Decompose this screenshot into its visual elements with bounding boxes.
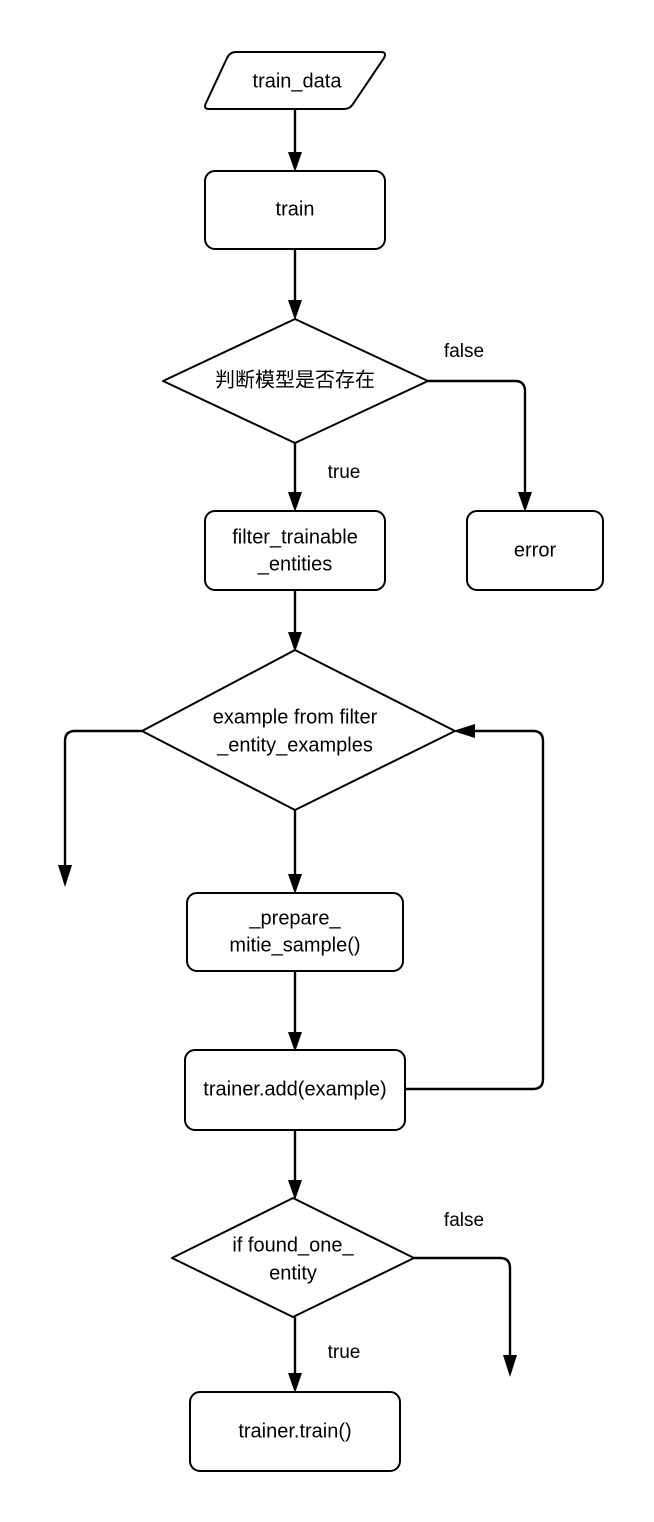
node-example-loop-decision[interactable]: example from filter _entity_examples — [141, 649, 456, 811]
train-data-parallelogram[interactable] — [204, 51, 386, 110]
arrowhead-icon — [288, 632, 302, 652]
node-train-data[interactable]: train_data — [204, 51, 386, 110]
train-label: train — [276, 198, 315, 220]
arrowhead-icon — [288, 874, 302, 894]
edge-trainer-add-to-found-one-entity — [288, 1130, 302, 1200]
edge-label-true-model-exists: true — [328, 462, 361, 483]
error-box[interactable] — [466, 510, 604, 591]
arrowhead-icon — [58, 865, 72, 887]
trainer-add-box[interactable] — [184, 1049, 406, 1131]
edge-train-to-model-exists — [288, 248, 302, 320]
edge-example-loop-to-prepare — [288, 810, 302, 894]
arrowhead-icon — [288, 1373, 302, 1393]
example-loop-label-line1: example from filter — [213, 706, 378, 728]
error-label: error — [514, 539, 557, 561]
node-trainer-train[interactable]: trainer.train() — [189, 1391, 401, 1472]
node-train[interactable]: train — [204, 170, 386, 250]
train-data-label: train_data — [253, 70, 343, 92]
node-prepare-mitie-sample[interactable]: _prepare_ mitie_sample() — [186, 892, 404, 972]
edge-found-one-entity-true-to-trainer-train — [288, 1317, 302, 1393]
filter-trainable-entities-label-line2: _entities — [257, 553, 333, 575]
filter-trainable-entities-box[interactable] — [204, 510, 386, 591]
arrowhead-icon — [288, 1032, 302, 1052]
edge-model-exists-true-to-filter — [288, 443, 302, 512]
edge-label-false-model-exists: false — [444, 341, 484, 362]
prepare-mitie-sample-label-line2: mitie_sample() — [229, 934, 360, 956]
prepare-mitie-sample-label-line1: _prepare_ — [248, 907, 341, 929]
trainer-train-label: trainer.train() — [238, 1420, 351, 1442]
trainer-add-label: trainer.add(example) — [203, 1078, 386, 1100]
node-trainer-add[interactable]: trainer.add(example) — [184, 1049, 406, 1131]
arrowhead-icon — [453, 724, 475, 738]
filter-trainable-entities-label-line1: filter_trainable — [232, 526, 358, 548]
example-loop-diamond[interactable] — [141, 649, 456, 811]
arrowhead-icon — [518, 492, 532, 512]
edge-train-data-to-train — [288, 110, 302, 172]
node-filter-trainable-entities[interactable]: filter_trainable _entities — [204, 510, 386, 591]
arrowhead-icon — [503, 1355, 517, 1377]
arrowhead-icon — [288, 152, 302, 172]
arrowhead-icon — [288, 492, 302, 512]
arrowhead-icon — [288, 1180, 302, 1200]
edge-label-false-found-one-entity: false — [444, 1210, 484, 1231]
node-error[interactable]: error — [466, 510, 604, 591]
model-exists-diamond[interactable] — [162, 318, 429, 444]
train-box[interactable] — [204, 170, 386, 250]
edge-trainer-add-loopback-to-example-loop — [405, 724, 545, 1091]
edge-label-true-found-one-entity: true — [328, 1342, 361, 1363]
trainer-train-box[interactable] — [189, 1391, 401, 1472]
edge-example-loop-exit-left — [58, 729, 142, 887]
node-model-exists-decision[interactable]: 判断模型是否存在 — [162, 318, 429, 444]
edge-filter-to-example-loop — [288, 589, 302, 652]
edge-model-exists-false-to-error — [428, 379, 532, 512]
edge-found-one-entity-false-exit — [414, 1256, 517, 1377]
model-exists-label: 判断模型是否存在 — [215, 368, 375, 392]
arrowhead-icon — [288, 300, 302, 320]
found-one-entity-label-line2: entity — [269, 1262, 317, 1284]
found-one-entity-label-line1: if found_one_ — [232, 1234, 354, 1256]
example-loop-label-line2: _entity_examples — [216, 734, 373, 756]
found-one-entity-diamond[interactable] — [171, 1197, 415, 1318]
prepare-mitie-sample-box[interactable] — [186, 892, 404, 972]
edge-prepare-to-trainer-add — [288, 971, 302, 1052]
node-found-one-entity-decision[interactable]: if found_one_ entity — [171, 1197, 415, 1318]
